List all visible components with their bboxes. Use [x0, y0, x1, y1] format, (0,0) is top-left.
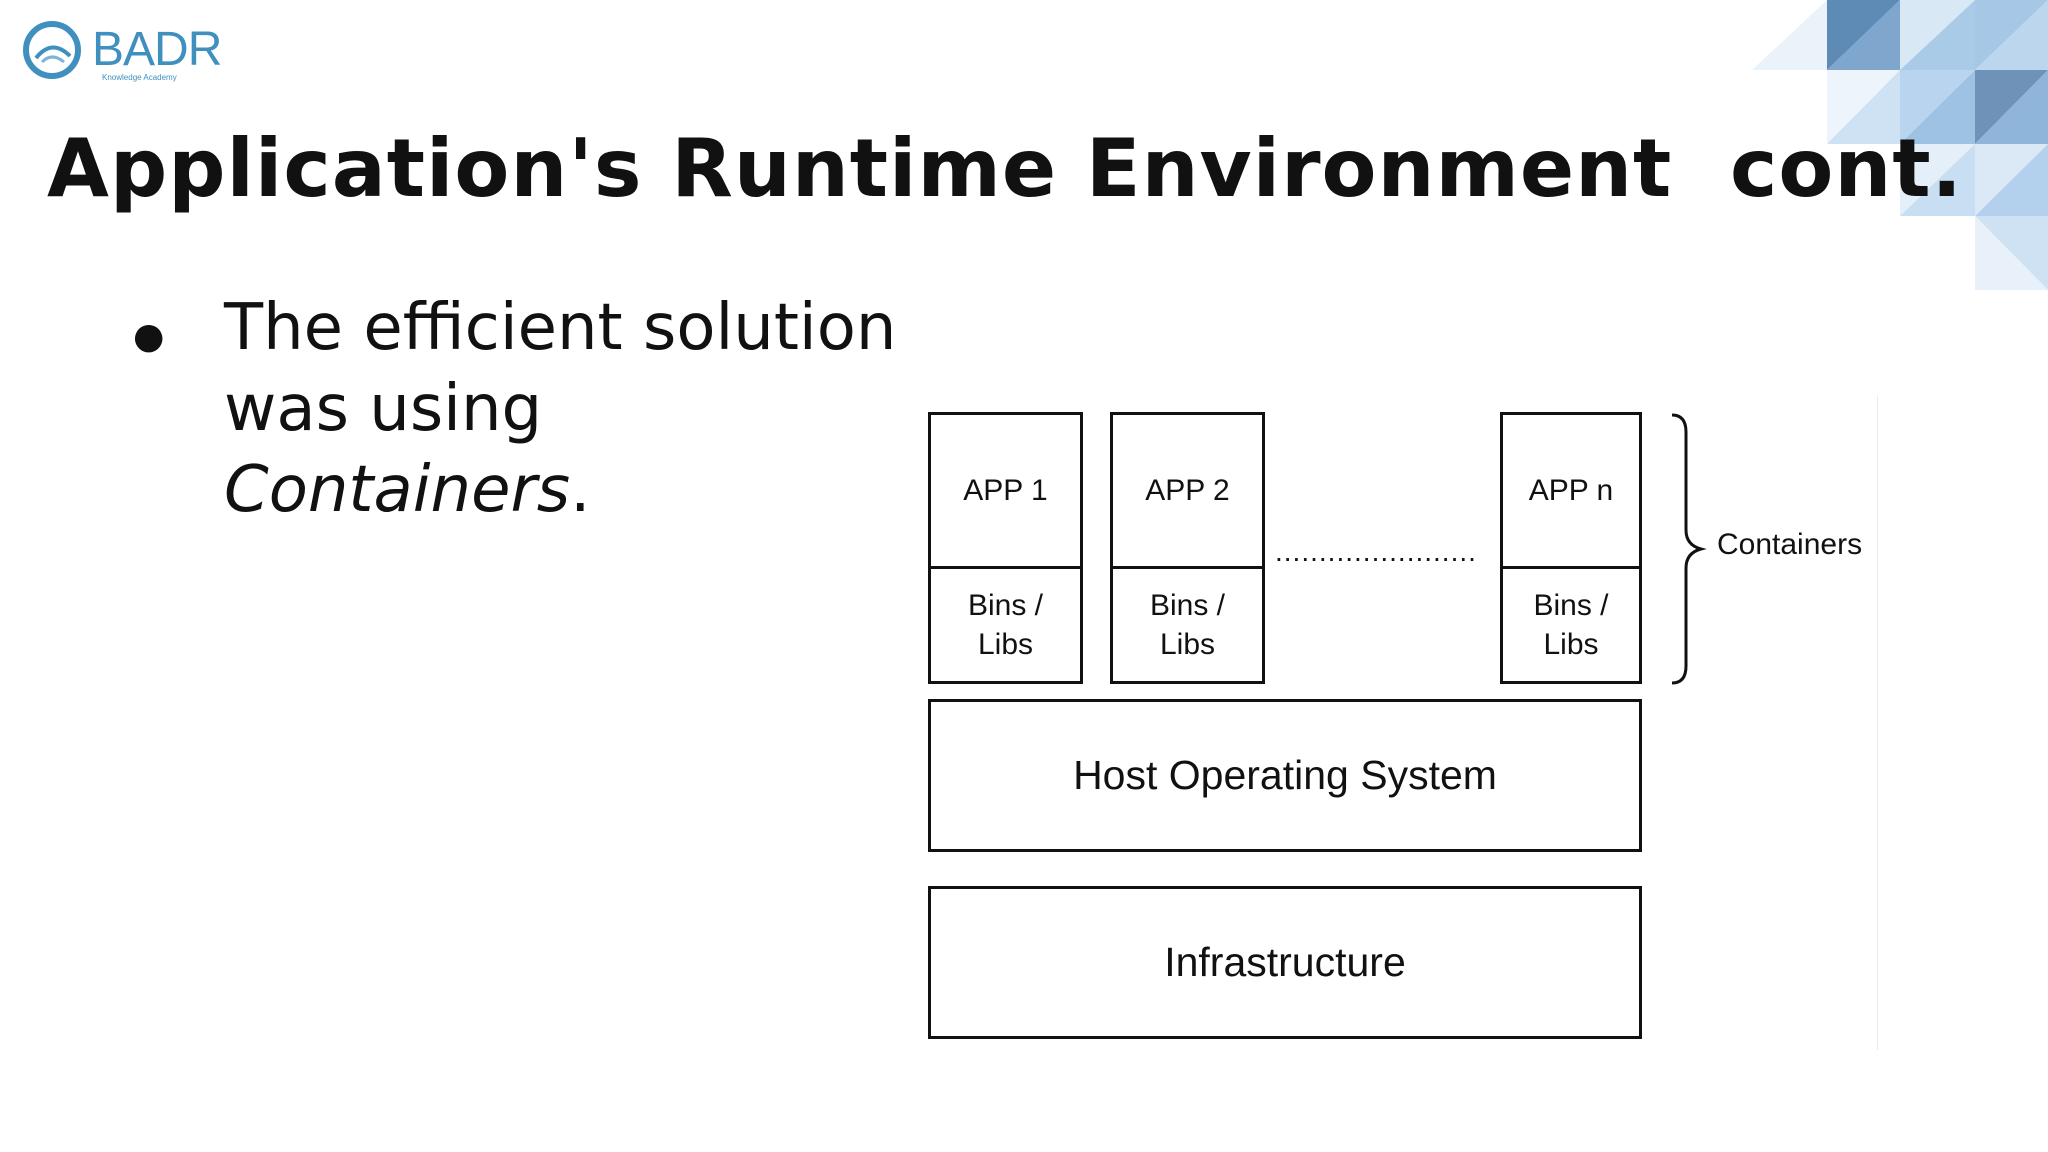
infrastructure-box: Infrastructure [928, 886, 1642, 1039]
logo-wordmark: BADR [92, 23, 222, 76]
bullet-text: The efficient solution was using Contain… [224, 288, 924, 531]
app-2-libs-line-2: Libs [1159, 628, 1216, 661]
bullet-line-1: The efficient solution [224, 291, 897, 365]
apps-ellipsis: ....................... [1275, 536, 1477, 567]
slide-title: Application's Runtime Environment cont. [47, 122, 1963, 215]
containers-brace-icon [1671, 413, 1707, 685]
bullet-emphasis: Containers [224, 453, 571, 527]
logo-emblem-icon [23, 21, 81, 79]
app-1-libs-line-1: Bins / [967, 589, 1044, 622]
app-2-libs-box: Bins / Libs [1110, 566, 1265, 684]
app-2-label: APP 2 [1145, 473, 1230, 507]
host-os-label: Host Operating System [1073, 752, 1497, 798]
bullet-period: . [570, 453, 591, 527]
app-n-libs-line-1: Bins / [1533, 589, 1609, 622]
diagram-frame-edge [1877, 395, 1878, 1050]
host-os-box: Host Operating System [928, 699, 1642, 852]
bullet-marker: ● [133, 316, 165, 357]
app-n-libs-box: Bins / Libs [1500, 566, 1642, 684]
app-1-libs-box: Bins / Libs [928, 566, 1083, 684]
logo-tagline: Knowledge Academy [102, 73, 177, 82]
app-n-label: APP n [1528, 473, 1614, 507]
app-2-box: APP 2 [1110, 412, 1265, 569]
badr-logo: BADR Knowledge Academy [22, 18, 232, 88]
app-n-box: APP n [1500, 412, 1642, 569]
infrastructure-label: Infrastructure [1164, 939, 1406, 985]
app-1-libs-line-2: Libs [977, 628, 1034, 661]
app-1-box: APP 1 [928, 412, 1083, 569]
app-2-libs-line-1: Bins / [1149, 589, 1226, 622]
bullet-line-2: was using [224, 372, 543, 446]
app-n-libs-line-2: Libs [1543, 628, 1599, 661]
containers-label: Containers [1717, 528, 1863, 561]
app-1-label: APP 1 [963, 473, 1048, 507]
